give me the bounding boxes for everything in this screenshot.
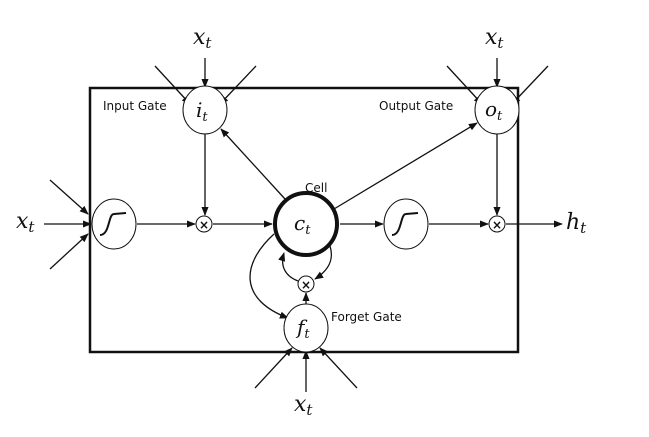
sigmoid-icon [391,212,419,236]
output-gate-incoming-arrows [446,58,549,105]
cell-node: ct [273,191,339,257]
forget-gate-incoming-arrows [254,347,358,392]
svg-text:ct: ct [294,211,311,238]
output-gate-label: Output Gate [379,99,453,113]
input-gate-incoming-arrows [154,58,257,105]
input-gate-node: it [182,85,228,135]
output-gate-node: ot [474,85,520,135]
svg-text:it: it [196,98,208,125]
input-squash-node [91,198,137,250]
input-label-top-left: xt [193,25,212,52]
output-multiply-node: × [488,215,506,233]
multiply-icon: × [492,218,502,232]
input-label-top-right: xt [485,25,504,52]
internal-connections [137,122,563,319]
cell-label: Cell [305,181,327,195]
input-label-left: xt [16,209,35,236]
input-squash-incoming-arrows [44,179,92,270]
input-multiply-node: × [195,215,213,233]
sigmoid-icon [99,212,127,236]
forget-gate-node: ft [283,303,329,353]
multiply-icon: × [301,278,311,292]
forget-gate-label: Forget Gate [331,310,402,324]
input-gate-label: Input Gate [103,99,167,113]
input-label-bottom: xt [294,392,313,419]
output-squash-node [383,198,429,250]
multiply-icon: × [199,218,209,232]
forget-multiply-node: × [297,275,315,293]
svg-text:ot: ot [485,97,503,124]
output-label: ht [566,210,587,237]
